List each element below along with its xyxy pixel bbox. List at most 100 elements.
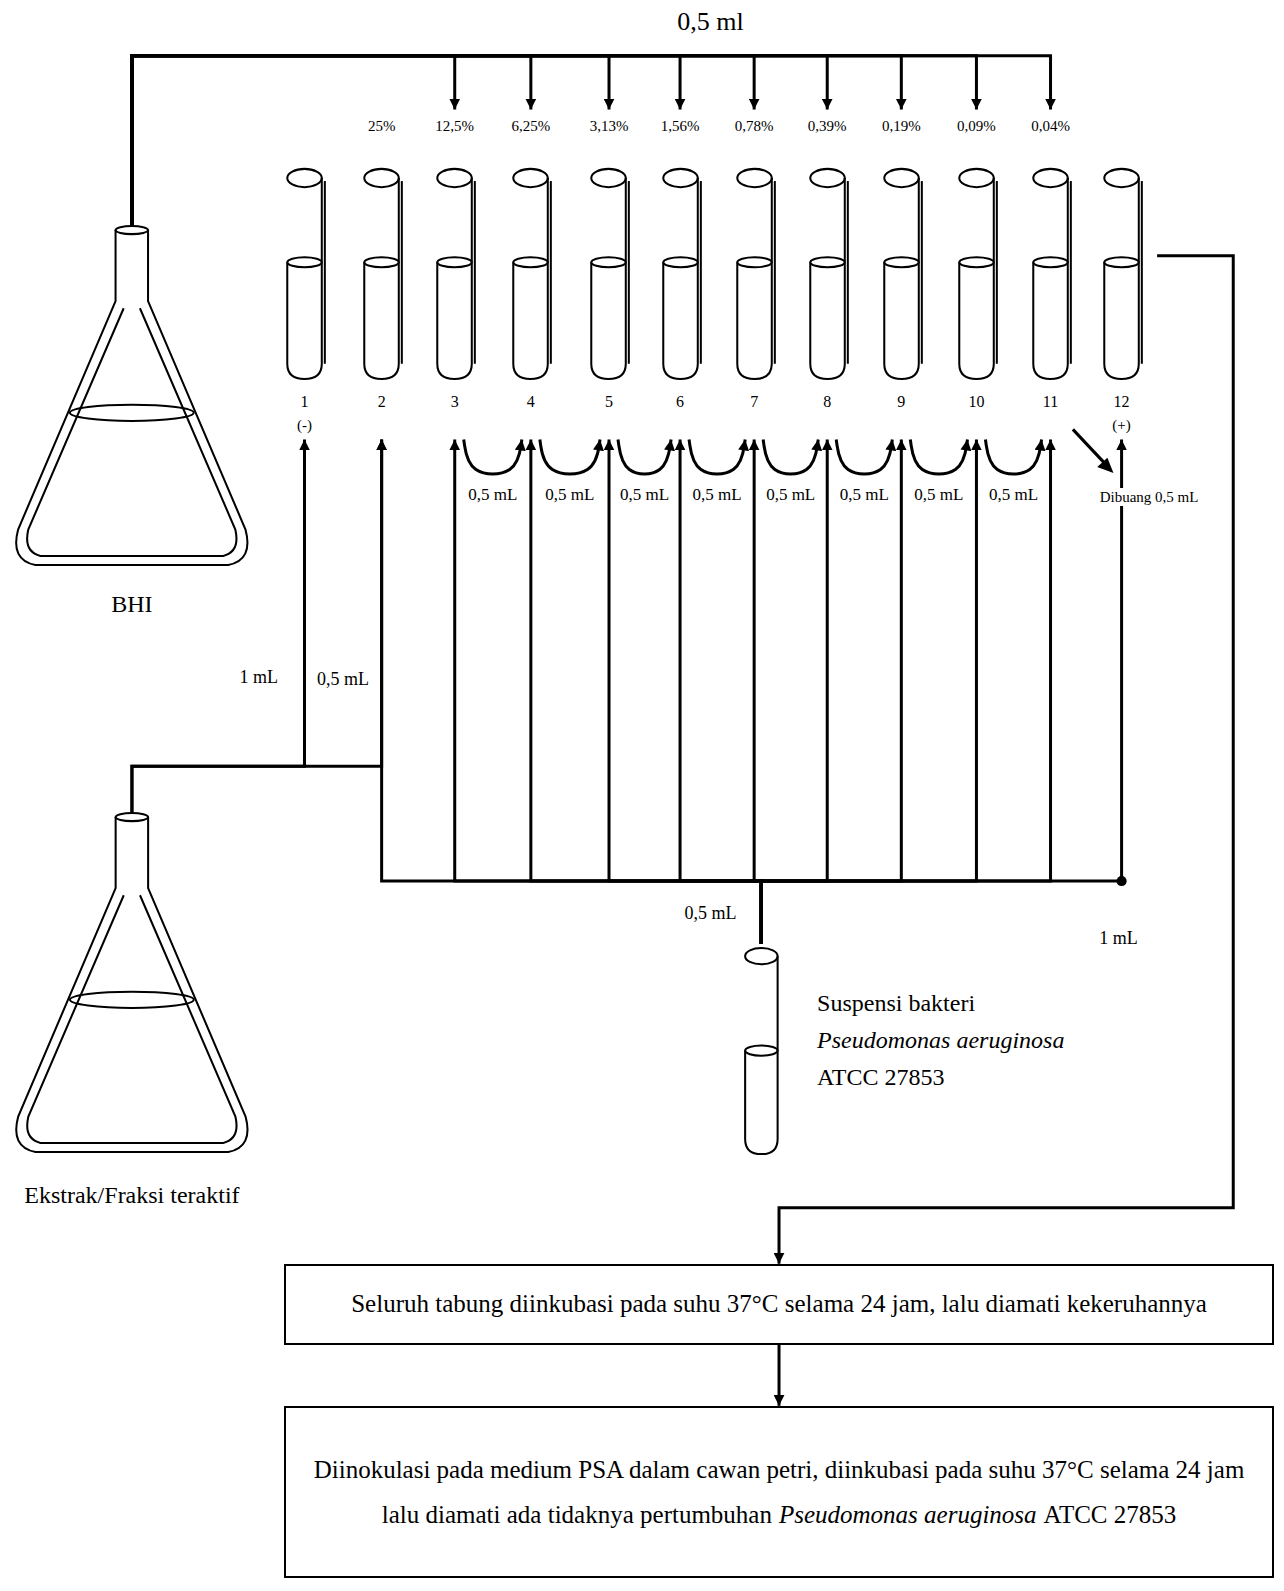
volume-label: 0,5 mL [838,485,891,505]
tube-drawing [719,110,790,440]
tube-drawing [1086,110,1157,440]
test-tube: 6,25%4 [495,110,566,440]
tube-drawing [269,110,340,440]
tube-drawing [645,110,716,440]
connector [132,56,455,226]
connector [985,439,1041,474]
connector [836,439,892,474]
tube-label: 0,09% [931,118,1022,135]
discard-arrowhead [1097,458,1113,473]
bacteria-label: Pseudomonas aeruginosa [817,1022,1064,1059]
tube-label: 0,04% [1005,118,1096,135]
volume-label: 0,5 mL [543,485,596,505]
volume-label: 0,5 mL [315,669,371,691]
connector [761,439,1121,943]
tube-label: 3,13% [563,118,654,135]
connector [540,439,600,474]
flask-drawing [5,812,259,1157]
tube-drawing [495,110,566,440]
connector [618,439,671,474]
volume-label: 1 mL [1097,928,1140,950]
process-box: Seluruh tabung diinkubasi pada suhu 37°C… [284,1264,1274,1345]
connector [910,439,967,474]
bacteria-text-column: Suspensi bakteriPseudomonas aeruginosaAT… [817,985,1064,1097]
tube-label: (+) [1076,417,1167,434]
volume-label: 0,5 mL [691,485,744,505]
connector [763,439,818,474]
connector [689,439,745,474]
tube-label: 6,25% [485,118,576,135]
volume-label: 0,5 ml [675,7,745,38]
process-text-group: Diinokulasi pada medium PSA dalam cawan … [310,1447,1248,1537]
tube-label: 10 [931,393,1022,411]
tube-drawing [941,110,1012,440]
flask-label: BHI [10,591,254,618]
bacteria-label: ATCC 27853 [817,1059,1064,1096]
volume-label: 0,5 mL [683,903,739,925]
connector [132,56,609,226]
tube-drawing [419,110,490,440]
junction-dot [1117,876,1127,886]
note-label: Dibuang 0,5 mL [1098,488,1201,506]
tube-drawing [792,110,863,440]
process-text: Seluruh tabung diinkubasi pada suhu 37°C… [351,1286,1207,1322]
flask-node: Ekstrak/Fraksi teraktif [5,812,259,1218]
connector [132,56,901,226]
connector [761,439,976,943]
connector [455,439,762,943]
connector [464,439,522,474]
test-tube: 0,78%7 [719,110,790,440]
connector [132,56,827,226]
connector [531,439,761,943]
connector [382,439,762,943]
bacteria-label: Suspensi bakteri [817,985,1064,1022]
tube-drawing [346,110,417,440]
tube-label: 0,78% [709,118,800,135]
flask-drawing [10,225,254,570]
process-box: Diinokulasi pada medium PSA dalam cawan … [284,1406,1274,1579]
tube-drawing [866,110,937,440]
tube-drawing [736,944,797,1162]
connector [132,56,1051,226]
test-tube: 25%2 [346,110,417,440]
test-tube: 12,5%3 [419,110,490,440]
tube-drawing [573,110,644,440]
test-tube: 1,56%6 [645,110,716,440]
test-tube: 0,39%8 [792,110,863,440]
test-tube: 12(+) [1086,110,1157,440]
connector [754,439,761,943]
tube-drawing [1015,110,1086,440]
tube-label: 25% [336,118,427,135]
tube-label: 1 [259,393,350,411]
tube-label: 4 [485,393,576,411]
tube-label: 3 [409,393,500,411]
connector [132,56,977,226]
bacteria-tube: Suspensi bakteriPseudomonas aeruginosaAT… [736,944,1081,1162]
tube-label: 5 [563,393,654,411]
connector [132,439,305,812]
process-text: Pseudomonas aeruginosa [779,1501,1037,1528]
tube-label: 11 [1005,393,1096,411]
tube-label: 6 [635,393,726,411]
connector [761,439,901,943]
test-tube: 3,13%5 [573,110,644,440]
tube-label: 12 [1076,393,1167,411]
volume-label: 1 mL [238,667,281,689]
connector [779,256,1233,1264]
volume-label: 0,5 mL [764,485,817,505]
tube-label: 9 [856,393,947,411]
connector [132,56,754,226]
process-text: ATCC 27853 [1044,1501,1177,1528]
connector [132,439,382,812]
discard-arrow [1073,429,1104,462]
tube-label: (-) [259,417,350,434]
flask-label: Ekstrak/Fraksi teraktif [5,1182,259,1209]
tube-label: 0,19% [856,118,947,135]
volume-label: 0,5 mL [987,485,1040,505]
tube-label: 1,56% [635,118,726,135]
test-tube: 0,09%10 [941,110,1012,440]
test-tube: 0,19%9 [866,110,937,440]
